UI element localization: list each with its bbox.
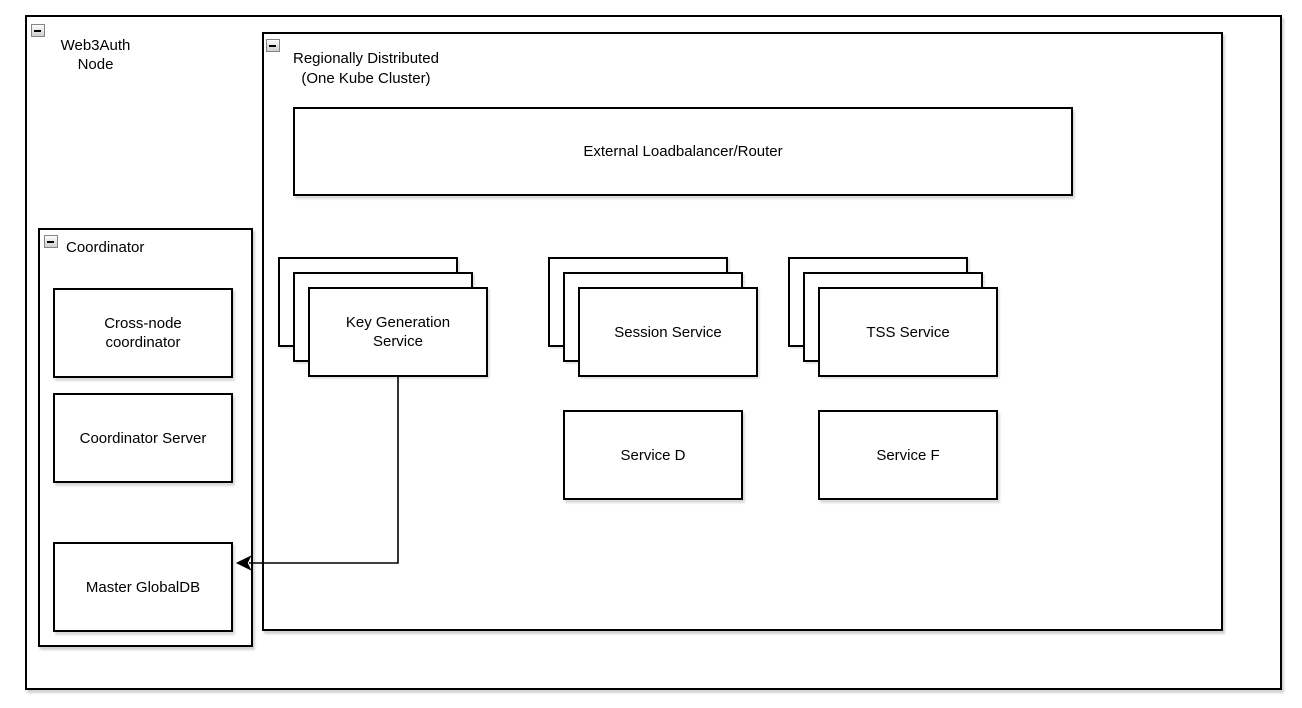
collapse-minus-icon[interactable] <box>266 39 280 52</box>
node-external-loadbalancer[interactable]: External Loadbalancer/Router <box>293 107 1073 196</box>
node-coordinator-server-label: Coordinator Server <box>79 429 207 447</box>
node-master-globaldb[interactable]: Master GlobalDB <box>53 542 233 632</box>
node-external-loadbalancer-label: External Loadbalancer/Router <box>583 143 783 160</box>
group-coordinator-label: Coordinator <box>66 239 145 256</box>
node-coordinator-server[interactable]: Coordinator Server <box>53 393 233 483</box>
stack-key-generation-service[interactable]: Key Generation Service <box>278 257 488 377</box>
node-service-d[interactable]: Service D <box>563 410 743 500</box>
group-kube-cluster-label: Regionally Distributed (One Kube Cluster… <box>293 50 439 87</box>
node-service-f-label: Service F <box>876 446 940 464</box>
node-service-d-label: Service D <box>620 446 686 464</box>
node-service-f[interactable]: Service F <box>818 410 998 500</box>
collapse-minus-icon[interactable] <box>31 24 45 37</box>
stack-front-box[interactable]: Session Service <box>578 287 758 377</box>
stack-key-generation-service-label: Key Generation Service <box>345 314 451 350</box>
node-cross-node-coordinator[interactable]: Cross-node coordinator <box>53 288 233 378</box>
stack-session-service-label: Session Service <box>614 323 722 341</box>
stack-front-box[interactable]: TSS Service <box>818 287 998 377</box>
group-web3auth-node-label: Web3Auth Node <box>60 37 131 73</box>
stack-tss-service[interactable]: TSS Service <box>788 257 998 377</box>
stack-front-box[interactable]: Key Generation Service <box>308 287 488 377</box>
stack-session-service[interactable]: Session Service <box>548 257 758 377</box>
collapse-minus-icon[interactable] <box>44 235 58 248</box>
group-web3auth-node[interactable]: Web3Auth Node Regionally Distributed (On… <box>25 15 1282 690</box>
group-coordinator[interactable]: Coordinator Cross-node coordinator Coord… <box>38 228 253 647</box>
stack-tss-service-label: TSS Service <box>866 323 950 341</box>
group-kube-cluster[interactable]: Regionally Distributed (One Kube Cluster… <box>262 32 1223 631</box>
node-cross-node-coordinator-label: Cross-node coordinator <box>104 315 182 351</box>
node-master-globaldb-label: Master GlobalDB <box>85 578 201 596</box>
